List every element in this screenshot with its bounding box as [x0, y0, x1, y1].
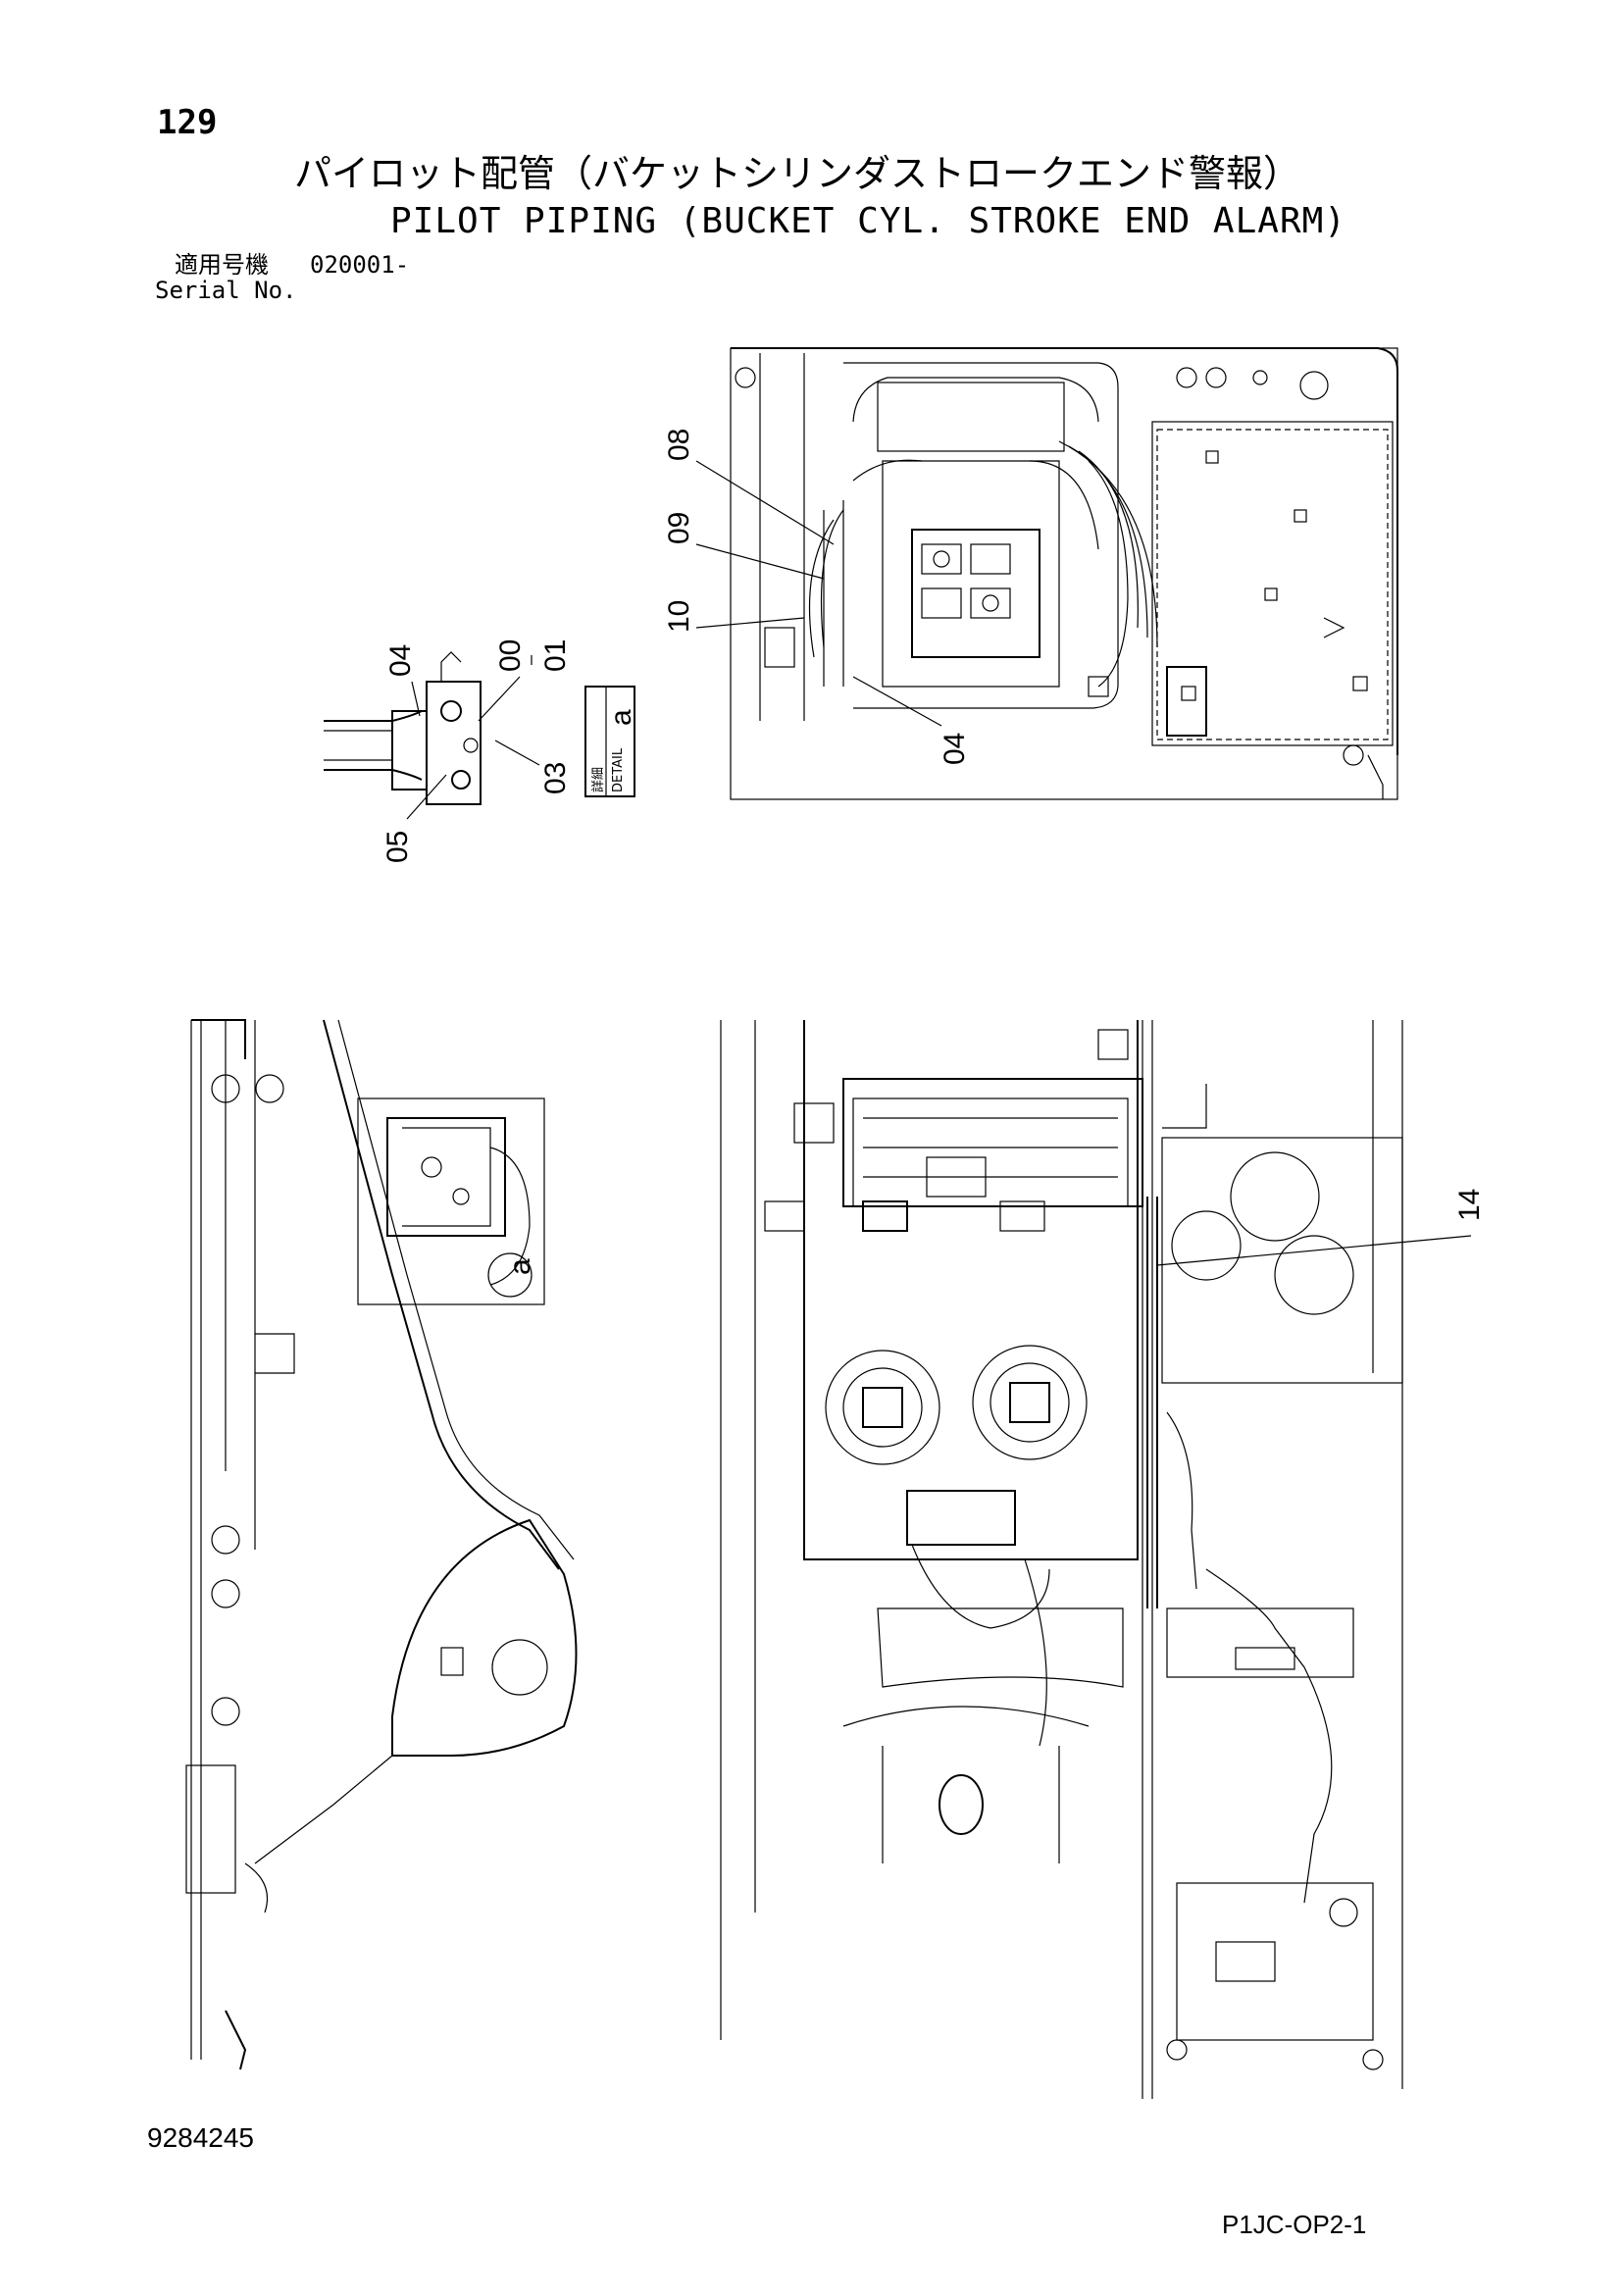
detail-word: DETAIL — [611, 747, 626, 792]
document-number: 9284245 — [147, 2122, 255, 2153]
leader-line-00 — [478, 676, 521, 722]
top-view-drawing — [730, 347, 1398, 800]
serial-label-english: Serial No. — [155, 277, 297, 304]
side-view-callouts: a — [504, 1258, 536, 1275]
leader-line-03 — [494, 740, 540, 766]
leader-line-14 — [1156, 1235, 1472, 1266]
bottom-view-drawing — [720, 1020, 1403, 2099]
callout-08: 08 — [663, 429, 695, 461]
title-english: PILOT PIPING (BUCKET CYL. STROKE END ALA… — [390, 201, 1346, 241]
leader-line-04-detail — [411, 681, 421, 717]
leader-line-08 — [695, 460, 835, 545]
serial-label-japanese: 適用号機 — [175, 251, 269, 279]
callout-04-detail: 04 — [384, 644, 417, 677]
callout-01: 01 — [539, 639, 572, 672]
callout-09: 09 — [663, 512, 695, 544]
callout-00: 00 — [494, 639, 527, 672]
top-view-callouts: 08 09 10 04 — [663, 429, 971, 765]
bottom-view-callouts: 14 — [1156, 1189, 1486, 1266]
detail-label-box: a 詳細 DETAIL — [584, 686, 637, 797]
detail-kanji: 詳細 — [590, 767, 606, 792]
callout-a-side: a — [504, 1258, 536, 1275]
callout-03: 03 — [539, 762, 572, 794]
title-japanese: パイロット配管（バケットシリンダストロークエンド警報） — [294, 152, 1301, 195]
page-code: P1JC-OP2-1 — [1222, 2210, 1367, 2239]
serial-value: 020001- — [310, 251, 410, 279]
callout-14: 14 — [1453, 1189, 1486, 1221]
page-number: 129 — [157, 103, 218, 142]
callout-04-top: 04 — [939, 733, 971, 765]
detail-a-drawing — [324, 651, 482, 805]
leader-line-05 — [406, 774, 447, 820]
callout-10: 10 — [663, 600, 695, 633]
detail-letter: a — [605, 709, 637, 726]
leader-line-04-top — [852, 676, 942, 727]
leader-line-09 — [695, 543, 825, 580]
side-view-drawing — [185, 1019, 578, 2070]
detail-a-callouts: 04 00 01 03 05 — [381, 639, 572, 863]
callout-05: 05 — [381, 831, 414, 863]
leader-line-10 — [695, 617, 805, 629]
